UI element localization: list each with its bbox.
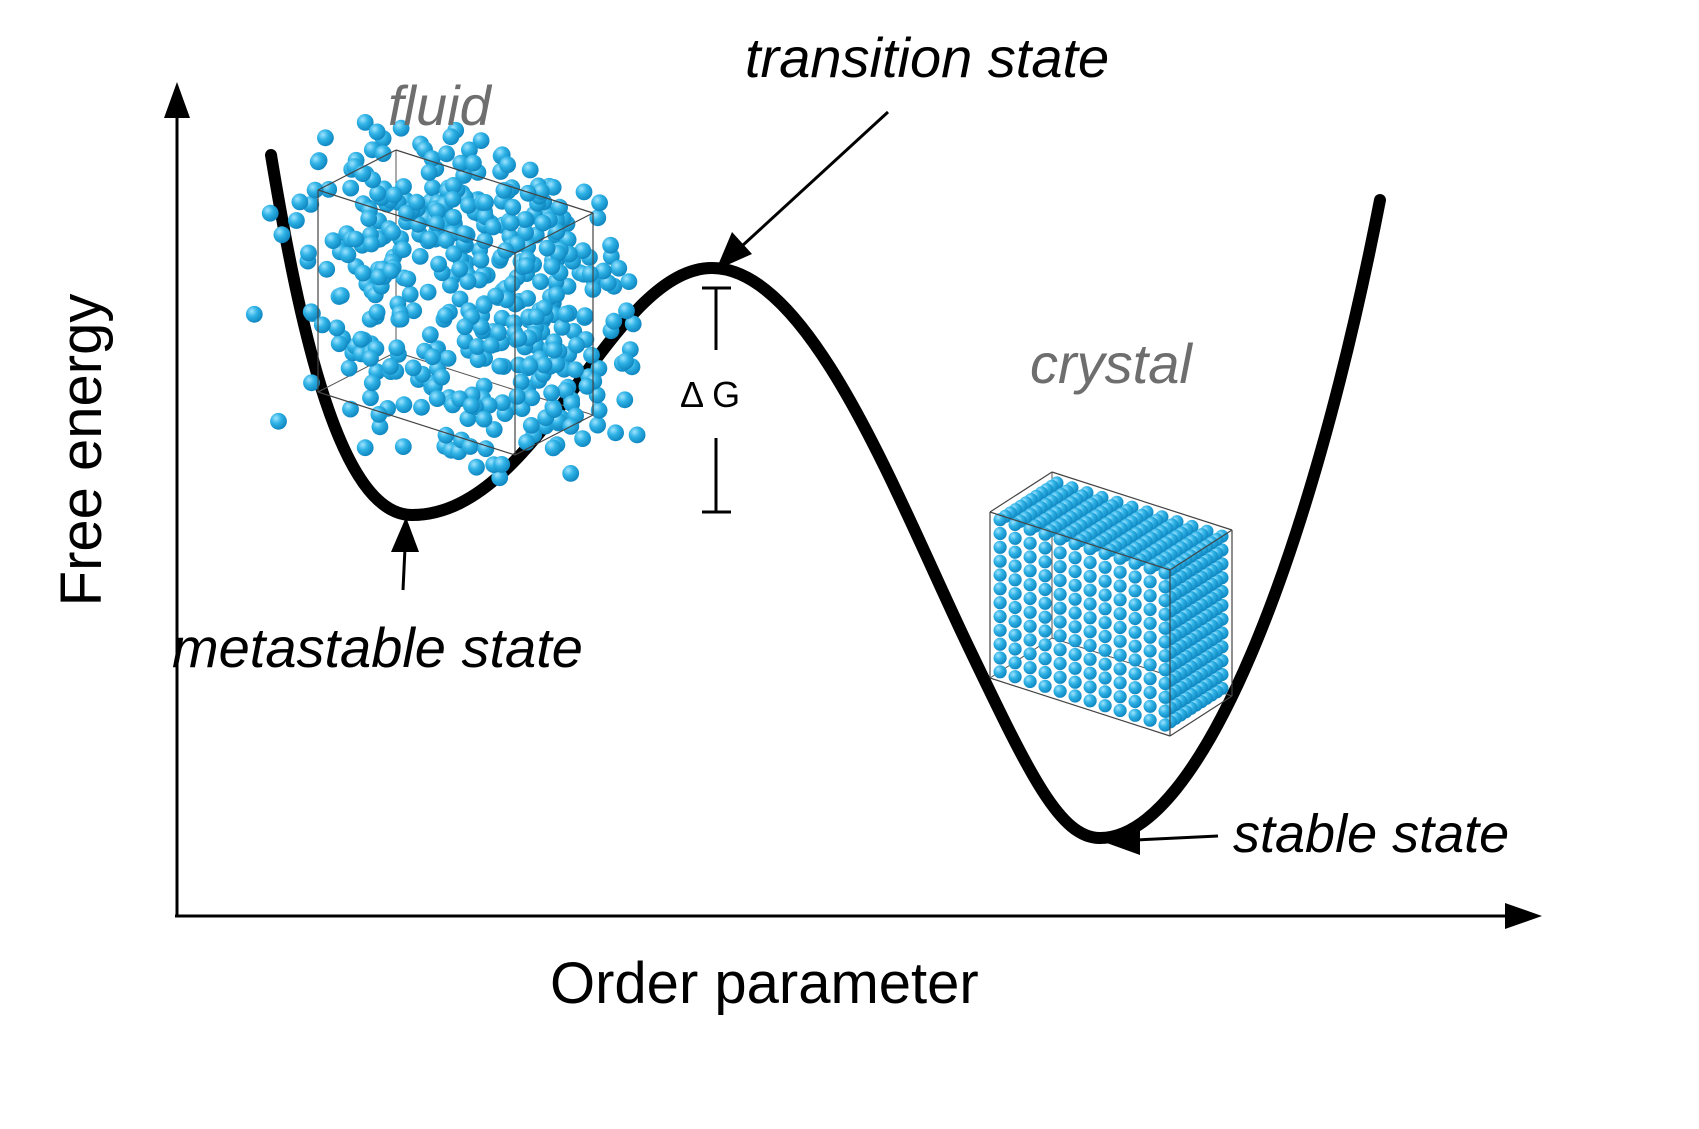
metastable-state-arrow xyxy=(391,517,419,591)
crystal-lattice-cube-icon xyxy=(989,471,1233,737)
transition-state-arrow xyxy=(716,110,890,270)
y-axis-label: Free energy xyxy=(49,293,114,607)
fluid-label: fluid xyxy=(388,74,491,137)
stable-state-label: stable state xyxy=(1233,804,1510,864)
y-axis-arrowhead xyxy=(164,82,190,118)
metastable-state-label: metastable state xyxy=(172,616,583,679)
transition-state-label: transition state xyxy=(745,26,1110,89)
x-axis-label: Order parameter xyxy=(550,951,979,1016)
x-axis-arrowhead xyxy=(1505,903,1542,929)
delta-g-bracket xyxy=(702,286,731,514)
crystal-label: crystal xyxy=(1030,332,1192,395)
delta-g-label: Δ G xyxy=(680,374,741,415)
fluid-particle-cube-icon xyxy=(245,114,646,487)
free-energy-curve xyxy=(265,149,1386,844)
stable-state-arrow xyxy=(1104,828,1219,855)
